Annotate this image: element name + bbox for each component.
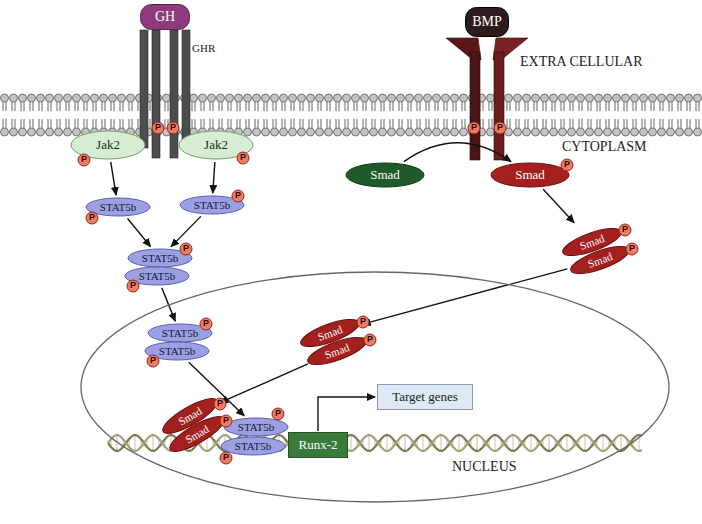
phosphate-group: P [560,158,574,172]
phosphate-group: P [363,333,377,347]
node-label: STAT5b [139,270,175,282]
node-label: BMP [472,14,502,29]
phosphate-label: P [183,244,189,254]
node-label: Smad [370,168,400,182]
phosphate-label: P [360,317,366,327]
phosphate-group: P [625,242,639,256]
phosphate-group: P [151,121,165,135]
phosphate-group: P [356,315,370,329]
phosphate-label: P [497,123,503,133]
phosphate-group: P [166,121,180,135]
node-label: STAT5b [142,252,178,264]
phosphate-label: P [217,399,223,409]
phosphate-label: P [155,123,161,133]
phosphate-label: P [89,213,95,223]
phosphate-group: P [199,317,213,331]
phosphate-label: P [223,416,229,426]
target-genes-box: Target genes [377,384,473,410]
smad-inactive: Smad [345,162,425,188]
bmp-receptor [446,38,528,160]
phosphate-group: P [77,153,91,167]
phosphate-label: P [471,123,477,133]
node-label: Target genes [392,390,458,404]
phosphate-group: P [213,397,227,411]
runx2-factor: Runx-2 [288,432,348,458]
phosphate-group: P [271,407,285,421]
signal-arrow [404,143,511,162]
node-label: Jak2 [204,138,228,152]
phosphate-group: P [231,189,245,203]
region-label: CYTOPLASM [560,139,649,154]
signal-arrow [213,162,215,193]
phosphate-group: P [219,414,233,428]
phosphate-label: P [223,453,229,463]
phosphate-group: P [126,279,140,293]
region-label: EXTRA CELLULAR [520,54,643,69]
bmp-ligand: BMP [465,7,509,37]
phosphate-group: P [85,211,99,225]
node-label: STAT5b [235,440,271,452]
node-label: Runx-2 [299,438,338,452]
node-outline [80,271,670,503]
node-label: STAT5b [238,421,274,433]
phosphate-label: P [235,191,241,201]
receptor-label: GHR [192,42,215,54]
phosphate-label: P [240,153,246,163]
phosphate-group: P [493,121,507,135]
phosphate-label: P [622,225,628,235]
phosphate-label: P [150,356,156,366]
phosphate-label: P [81,155,87,165]
phosphate-group: P [146,354,160,368]
phosphate-label: P [170,123,176,133]
phosphate-group: P [219,451,233,465]
smad-phosphorylated: Smad [490,162,570,188]
node-label: STAT5b [100,201,136,213]
node-label: GH [155,9,175,24]
nucleus-envelope: NUCLEUSSTAT5bPSTAT5bPSmadSmadPPSmadSmadP… [80,271,670,503]
node-label: NUCLEUS [452,459,517,474]
phosphate-group: P [179,242,193,256]
phosphate-group: P [467,121,481,135]
node-label: STAT5b [162,327,198,339]
signal-arrow [220,364,308,403]
signal-arrow [111,162,116,195]
phosphate-label: P [564,160,570,170]
signal-arrow [318,397,375,431]
signal-arrow [543,189,574,222]
phosphate-label: P [367,335,373,345]
signal-arrow [128,219,151,247]
node-label: STAT5b [159,345,195,357]
signal-arrow [171,216,201,246]
node-label: STAT5b [194,199,230,211]
node-label: Smad [515,168,545,182]
phosphate-label: P [629,244,635,254]
phosphate-label: P [130,281,136,291]
phosphate-group: P [236,151,250,165]
growth-hormone: GH [140,4,190,30]
phosphate-group: P [618,223,632,237]
node-label: Jak2 [96,138,120,152]
phosphate-label: P [203,319,209,329]
lipid-bilayer [0,93,702,137]
phosphate-label: P [275,409,281,419]
